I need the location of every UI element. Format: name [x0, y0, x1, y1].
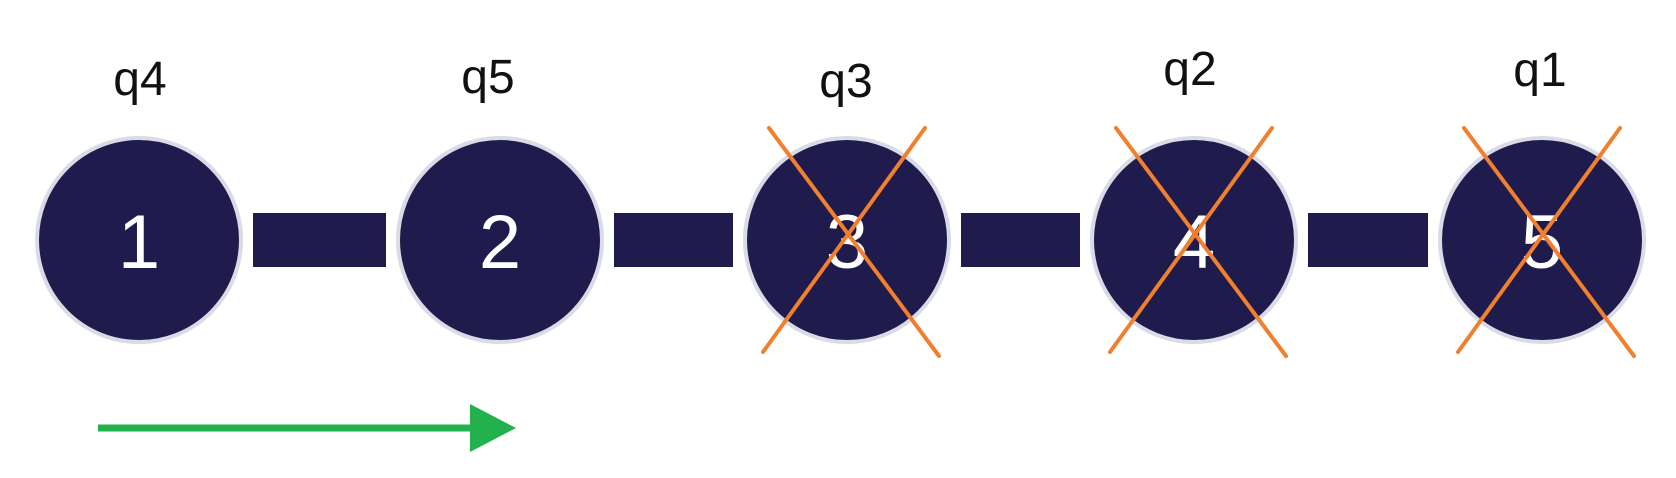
node-circle — [1090, 136, 1298, 344]
cross-out-icon — [1456, 126, 1636, 358]
qubit-node-4: 4 — [1090, 136, 1298, 344]
qubit-label-q2: q2 — [1163, 43, 1216, 96]
cross-out-icon — [1108, 126, 1288, 358]
arrow-right-icon — [98, 404, 516, 452]
node-number: 2 — [479, 200, 521, 285]
node-number: 1 — [118, 200, 160, 285]
cross-line-b — [761, 126, 927, 354]
node-circle — [396, 136, 604, 344]
chain-link-1-2 — [253, 213, 386, 267]
chain-links — [253, 213, 1428, 267]
node-circle — [35, 136, 243, 344]
cross-line-a — [767, 126, 941, 358]
qubit-node-2: 2 — [396, 136, 604, 344]
cross-marks — [761, 126, 1636, 358]
chain-link-3-4 — [961, 213, 1080, 267]
qubit-node-5: 5 — [1438, 136, 1646, 344]
cross-line-a — [1462, 126, 1636, 358]
node-circle — [1438, 136, 1646, 344]
node-circle — [743, 136, 951, 344]
qubit-labels: q4 q5 q3 q2 q1 — [113, 43, 1566, 108]
qubit-label-q3: q3 — [819, 55, 872, 108]
cross-out-icon — [761, 126, 941, 358]
qubit-label-q4: q4 — [113, 53, 166, 106]
qubit-node-1: 1 — [35, 136, 243, 344]
cross-line-b — [1108, 126, 1274, 354]
chain-link-4-5 — [1308, 213, 1428, 267]
qubit-label-q5: q5 — [461, 51, 514, 104]
cross-line-b — [1456, 126, 1622, 354]
qubit-label-q1: q1 — [1513, 44, 1566, 97]
cross-line-a — [1114, 126, 1288, 358]
arrow-head — [470, 404, 516, 452]
qubit-node-3: 3 — [743, 136, 951, 344]
chain-link-2-3 — [614, 213, 733, 267]
